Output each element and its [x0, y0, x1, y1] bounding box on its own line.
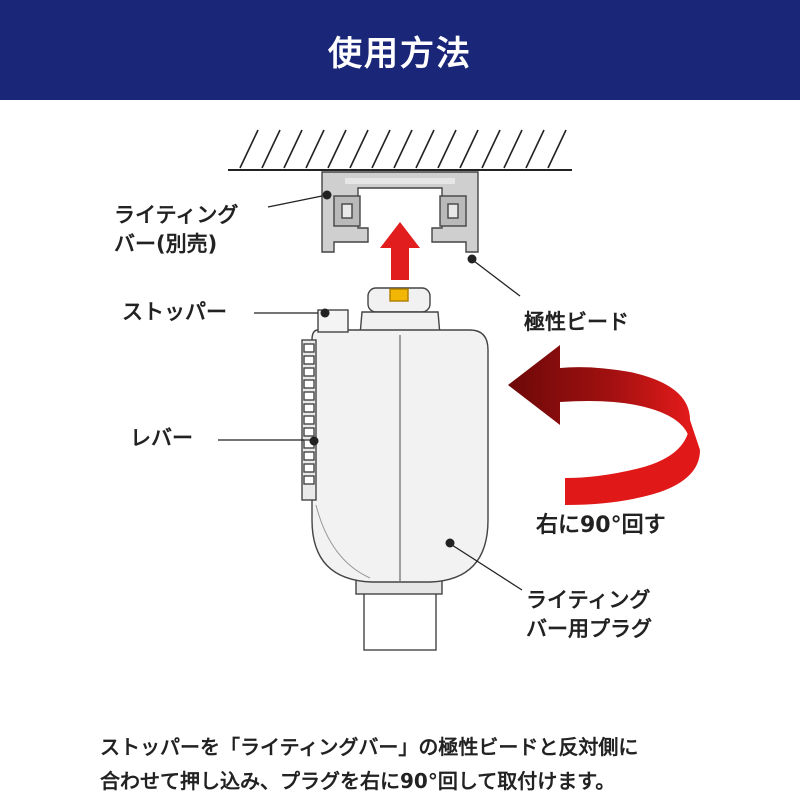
label-polarity-bead: 極性ビード — [524, 310, 629, 334]
label-lighting-bar-line2: バー(別売) — [114, 232, 218, 256]
lever-grip — [301, 339, 317, 501]
insert-arrow-icon — [380, 222, 420, 280]
label-stopper: ストッパー — [122, 300, 227, 324]
label-rotate: 右に90°回す — [536, 513, 666, 538]
instruction-caption: ストッパーを「ライティングバー」の極性ビードと反対側に 合わせて押し込み、プラグ… — [100, 730, 740, 798]
leader-lines — [218, 190, 523, 591]
caption-line-1: ストッパーを「ライティングバー」の極性ビードと反対側に — [100, 735, 639, 759]
label-plug-line2: バー用プラグ — [526, 617, 652, 641]
label-plug: ライティング バー用プラグ — [526, 586, 652, 644]
label-plug-line1: ライティング — [526, 588, 651, 612]
header-bar: 使用方法 — [0, 0, 800, 100]
label-lever: レバー — [130, 426, 193, 450]
installation-diagram — [218, 129, 700, 651]
label-lighting-bar-line1: ライティング — [114, 203, 239, 227]
rotate-right-arrow-icon — [508, 345, 700, 505]
label-lighting-bar: ライティング バー(別売) — [114, 201, 238, 259]
lighting-bar-track — [321, 171, 479, 253]
caption-line-2: 合わせて押し込み、プラグを右に90°回して取付けます。 — [100, 769, 616, 793]
page-title: 使用方法 — [328, 33, 472, 74]
lighting-bar-plug — [301, 287, 489, 651]
ceiling — [228, 129, 572, 171]
